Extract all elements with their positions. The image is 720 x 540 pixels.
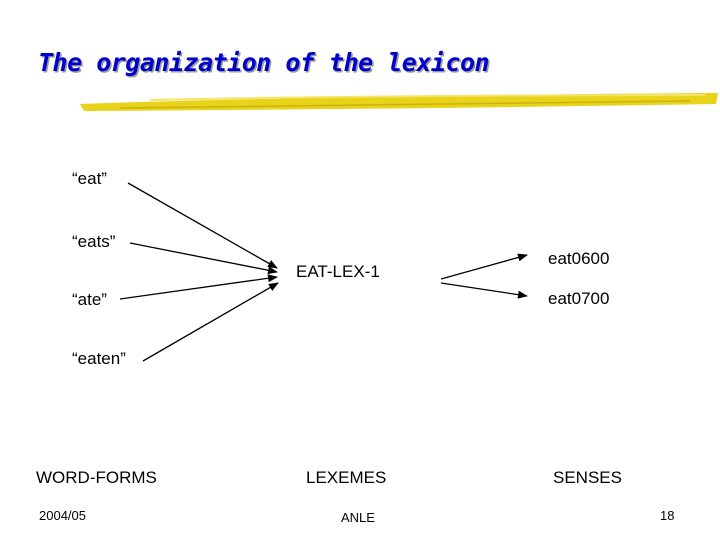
word-form-eaten: “eaten” — [72, 349, 126, 368]
slide-title: The organization of the lexicon — [38, 48, 490, 77]
arrow-eats-to-lexeme — [129, 242, 278, 275]
footer-course: ANLE — [341, 510, 375, 525]
arrow-lexeme-to-eat0700 — [440, 282, 528, 299]
footer-date: 2004/05 — [39, 508, 86, 523]
title-underline — [80, 93, 718, 111]
footer-page-number: 18 — [660, 508, 675, 523]
sense-eat0700: eat0700 — [548, 289, 610, 308]
word-form-eat: “eat” — [72, 169, 107, 188]
arrow-eat-to-lexeme — [127, 182, 278, 269]
column-label-senses: SENSES — [553, 468, 622, 487]
arrow-eaten-to-lexeme — [142, 282, 279, 362]
sense-eat0600: eat0600 — [548, 249, 610, 268]
word-form-eats: “eats” — [72, 232, 116, 251]
word-form-ate: “ate” — [72, 290, 107, 309]
column-label-lexemes: LEXEMES — [306, 468, 387, 487]
column-label-word-forms: WORD-FORMS — [36, 468, 157, 487]
arrow-ate-to-lexeme — [119, 274, 278, 300]
lexeme-label: EAT-LEX-1 — [296, 262, 380, 281]
arrow-lexeme-to-eat0600 — [440, 253, 528, 280]
